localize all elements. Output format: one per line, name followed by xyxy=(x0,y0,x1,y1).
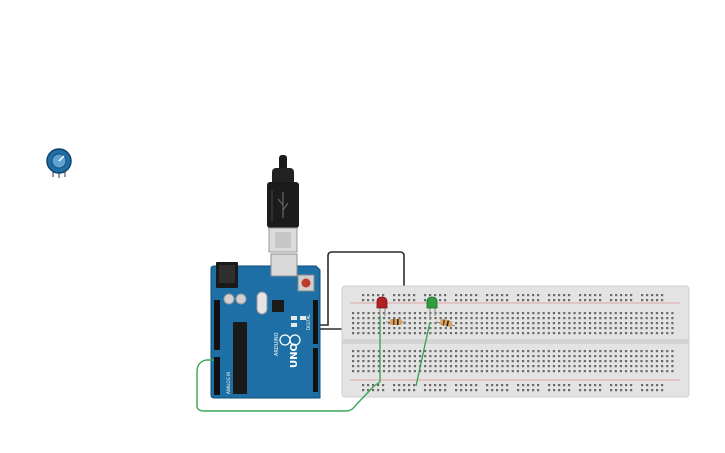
potentiometer[interactable] xyxy=(46,148,72,178)
breadboard[interactable] xyxy=(341,285,690,398)
analog-in-label: ANALOG IN xyxy=(226,372,231,394)
board-model-label: UNO xyxy=(289,343,300,368)
arduino-uno[interactable]: UNO ARDUINO ANALOG IN DIGITAL xyxy=(210,253,321,399)
resistor-2[interactable] xyxy=(435,319,456,327)
wire-green-3[interactable] xyxy=(196,359,381,412)
breadboard-holes xyxy=(352,294,674,392)
digital-label: DIGITAL xyxy=(306,314,311,330)
uno-logo-icon xyxy=(279,334,301,346)
led-green[interactable] xyxy=(426,296,438,320)
usb-symbol-icon xyxy=(277,192,289,218)
board-brand-label: ARDUINO xyxy=(274,332,280,356)
usb-cable[interactable] xyxy=(267,155,299,253)
wire-green-2[interactable] xyxy=(415,321,431,387)
wire-black-1[interactable] xyxy=(320,251,405,326)
resistor-1[interactable] xyxy=(386,319,406,325)
